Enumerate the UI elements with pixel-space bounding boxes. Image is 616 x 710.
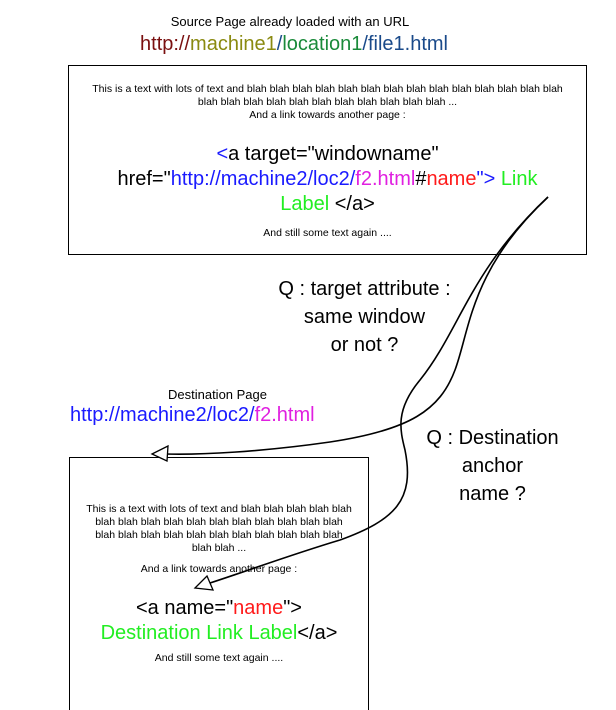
dest-code-anchor: name xyxy=(233,597,284,619)
code-open-bracket: < xyxy=(216,143,229,165)
arrow-to-destination-page xyxy=(164,196,549,455)
url-sep: / xyxy=(276,33,283,55)
source-page-box: This is a text with lots of text and bla… xyxy=(68,65,587,255)
code-href-attr: href=" xyxy=(117,168,171,190)
question-target-line3: or not ? xyxy=(330,334,399,356)
code-label-part1: Link xyxy=(500,168,538,190)
url-file: file1.html xyxy=(367,33,448,55)
source-url: http://machine1/location1/file1.html xyxy=(0,33,588,56)
dest-body-text: This is a text with lots of text and bla… xyxy=(86,503,352,554)
dest-link-code: <a name="name"> Destination Link Label</… xyxy=(70,596,368,646)
destination-page-box: This is a text with lots of text and bla… xyxy=(69,457,369,710)
dest-url-base: http://machine2/loc2/ xyxy=(70,404,255,426)
source-code-line2: href="http://machine2/loc2/f2.html#name"… xyxy=(69,167,586,192)
dest-code-line1: <a name="name"> xyxy=(70,596,368,621)
code-anchor: name xyxy=(426,168,477,190)
destination-caption: Destination Page xyxy=(167,387,267,402)
code-href-base: http://machine2/loc2/ xyxy=(170,168,356,190)
question-anchor: Q : Destination anchor name ? xyxy=(405,424,580,508)
question-anchor-line1: Q : Destination xyxy=(426,427,559,449)
source-link-intro: And a link towards another page : xyxy=(249,109,406,121)
source-code-line1: <a target="windowname" xyxy=(69,142,586,167)
dest-code-label: Destination Link Label xyxy=(100,622,298,644)
url-protocol: http:// xyxy=(140,33,191,55)
question-target-line2: same window xyxy=(303,306,426,328)
code-label-part2: Label xyxy=(280,193,330,215)
dest-code-end-tag: </a> xyxy=(297,622,338,644)
dest-trailing-text: And still some text again .... xyxy=(154,652,284,664)
source-caption: Source Page already loaded with an URL xyxy=(170,14,410,29)
url-sep: / xyxy=(362,33,368,55)
code-hash: # xyxy=(415,168,427,190)
source-link-code: <a target="windowname" href="http://mach… xyxy=(69,142,586,217)
code-end-tag: </a> xyxy=(334,193,375,215)
code-close-quote: "> xyxy=(476,168,496,190)
source-trailing-text: And still some text again .... xyxy=(263,227,392,239)
arrowhead-destination-anchor xyxy=(193,574,215,591)
code-href-file: f2.html xyxy=(355,168,416,190)
question-anchor-line2: anchor xyxy=(461,455,524,477)
question-anchor-line3: name ? xyxy=(459,483,526,505)
arrow-to-destination-anchor xyxy=(209,196,549,584)
url-location: location1 xyxy=(282,33,363,55)
source-code-line3: Label </a> xyxy=(69,192,586,217)
question-target-line1: Q : target attribute : xyxy=(278,278,451,300)
dest-code-close: "> xyxy=(283,597,302,619)
question-target: Q : target attribute : same window or no… xyxy=(252,275,477,359)
destination-url: http://machine2/loc2/f2.html xyxy=(70,404,315,427)
dest-code-line2: Destination Link Label</a> xyxy=(70,621,368,646)
arrowhead-destination-page xyxy=(150,444,169,462)
source-body-text: This is a text with lots of text and bla… xyxy=(92,83,563,108)
dest-url-file: f2.html xyxy=(254,404,315,426)
code-open-rest: a target="windowname" xyxy=(228,143,439,165)
url-machine: machine1 xyxy=(190,33,277,55)
dest-code-open: <a name=" xyxy=(136,597,234,619)
